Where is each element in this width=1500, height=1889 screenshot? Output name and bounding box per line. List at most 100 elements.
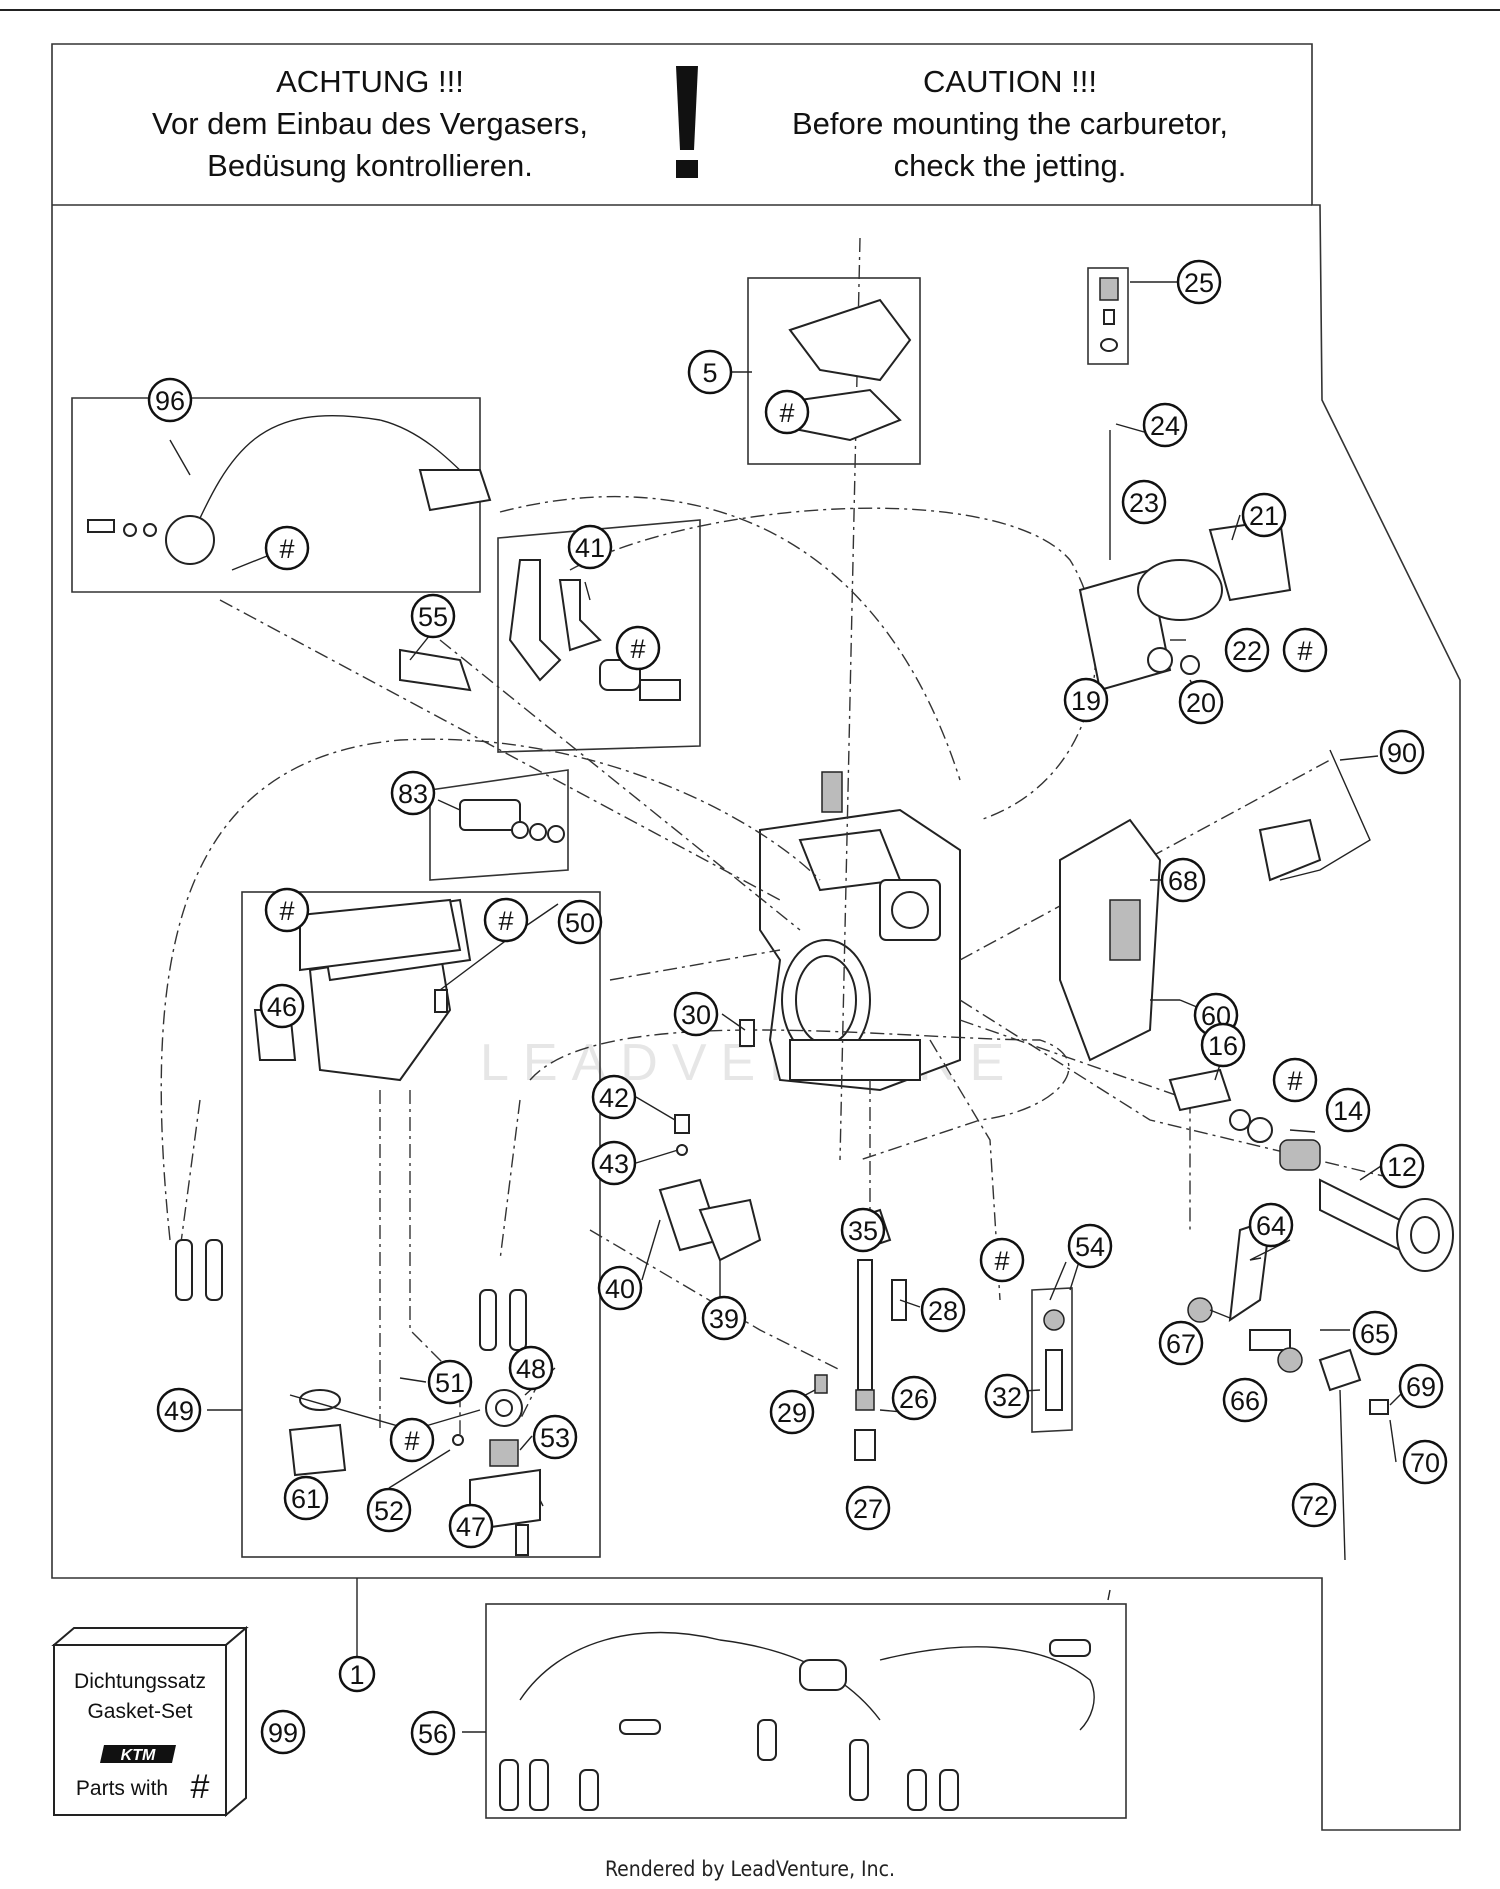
- callout-gasket-marker[interactable]: #: [1272, 1057, 1318, 1103]
- callout-21[interactable]: 21: [1241, 492, 1287, 538]
- callout-gasket-marker[interactable]: #: [389, 1417, 435, 1463]
- box-56-hoses: [485, 1603, 1127, 1819]
- callout-56[interactable]: 56: [410, 1710, 456, 1756]
- callout-64[interactable]: 64: [1248, 1202, 1294, 1248]
- callout-14[interactable]: 14: [1325, 1087, 1371, 1133]
- callout-label: 66: [1230, 1386, 1260, 1416]
- callout-circle: [508, 1345, 554, 1391]
- box-25: [1087, 267, 1129, 365]
- callout-gasket-marker[interactable]: #: [483, 897, 529, 943]
- callout-label: 1: [349, 1660, 364, 1690]
- callout-39[interactable]: 39: [701, 1295, 747, 1341]
- callout-gasket-marker[interactable]: #: [979, 1237, 1025, 1283]
- callout-circle: [264, 887, 310, 933]
- callout-circle: [1282, 627, 1328, 673]
- callout-72[interactable]: 72: [1291, 1482, 1337, 1528]
- callout-circle: [264, 525, 310, 571]
- callout-circle: [147, 377, 193, 423]
- callout-label: 22: [1232, 636, 1262, 666]
- callout-90[interactable]: 90: [1379, 729, 1425, 775]
- callout-53[interactable]: 53: [532, 1414, 578, 1460]
- callout-circle: [1222, 1377, 1268, 1423]
- callout-label: 64: [1256, 1211, 1286, 1241]
- assembly-frame: [51, 43, 1461, 1831]
- callout-27[interactable]: 27: [845, 1485, 891, 1531]
- callout-circle: [448, 1503, 494, 1549]
- callout-96[interactable]: 96: [147, 377, 193, 423]
- callout-32[interactable]: 32: [984, 1373, 1030, 1419]
- callout-26[interactable]: 26: [891, 1375, 937, 1421]
- callout-circle: [1176, 259, 1222, 305]
- callout-gasket-marker[interactable]: #: [615, 625, 661, 671]
- callout-25[interactable]: 25: [1176, 259, 1222, 305]
- callout-48[interactable]: 48: [508, 1345, 554, 1391]
- callout-35[interactable]: 35: [840, 1207, 886, 1253]
- callout-circle: [1291, 1482, 1337, 1528]
- callout-label: 14: [1333, 1096, 1363, 1126]
- callout-50[interactable]: 50: [557, 899, 603, 945]
- callout-label: 5: [702, 358, 717, 388]
- callout-label: 50: [565, 908, 595, 938]
- callout-circle: [427, 1359, 473, 1405]
- gasket-kit-box: Dichtungssatz Gasket-Set KTM Parts with …: [51, 1625, 249, 1818]
- callout-29[interactable]: 29: [769, 1389, 815, 1435]
- callout-label: #: [404, 1426, 419, 1456]
- callout-circle: [1379, 1143, 1425, 1189]
- callout-30[interactable]: 30: [673, 991, 719, 1037]
- callout-23[interactable]: 23: [1121, 479, 1167, 525]
- callout-83[interactable]: 83: [390, 770, 436, 816]
- callout-circle: [673, 991, 719, 1037]
- callout-65[interactable]: 65: [1352, 1310, 1398, 1356]
- callout-47[interactable]: 47: [448, 1503, 494, 1549]
- callout-5[interactable]: 5: [687, 349, 733, 395]
- caution-de-line2: Bedüsung kontrollieren.: [207, 148, 533, 183]
- callout-24[interactable]: 24: [1142, 402, 1188, 448]
- callout-52[interactable]: 52: [366, 1487, 412, 1533]
- callout-12[interactable]: 12: [1379, 1143, 1425, 1189]
- callout-69[interactable]: 69: [1398, 1363, 1444, 1409]
- ktm-logo: KTM: [100, 1745, 176, 1764]
- callout-66[interactable]: 66: [1222, 1377, 1268, 1423]
- callout-99[interactable]: 99: [260, 1709, 306, 1755]
- callout-19[interactable]: 19: [1063, 677, 1109, 723]
- callout-label: 43: [599, 1149, 629, 1179]
- callout-label: #: [1297, 636, 1312, 666]
- callout-label: 19: [1071, 686, 1101, 716]
- callout-gasket-marker[interactable]: #: [264, 887, 310, 933]
- callout-label: 21: [1249, 501, 1279, 531]
- callout-49[interactable]: 49: [156, 1387, 202, 1433]
- callout-gasket-marker[interactable]: #: [1282, 627, 1328, 673]
- gasket-kit-symbol: #: [191, 1768, 210, 1806]
- callout-label: 27: [853, 1494, 883, 1524]
- callout-label: 29: [777, 1398, 807, 1428]
- gasket-kit-line2: Gasket-Set: [87, 1700, 192, 1723]
- callout-67[interactable]: 67: [1158, 1320, 1204, 1366]
- callout-70[interactable]: 70: [1402, 1439, 1448, 1485]
- callout-41[interactable]: 41: [567, 524, 613, 570]
- callout-label: 28: [928, 1296, 958, 1326]
- callout-42[interactable]: 42: [591, 1074, 637, 1120]
- exclamation-icon: [676, 66, 698, 178]
- callout-16[interactable]: 16: [1200, 1022, 1246, 1068]
- callout-51[interactable]: 51: [427, 1359, 473, 1405]
- callout-61[interactable]: 61: [283, 1475, 329, 1521]
- caution-en-line2: check the jetting.: [894, 148, 1127, 183]
- callout-circle: [1379, 729, 1425, 775]
- callout-1[interactable]: 1: [338, 1655, 376, 1693]
- callout-label: #: [279, 534, 294, 564]
- callout-gasket-marker[interactable]: #: [264, 525, 310, 571]
- callout-22[interactable]: 22: [1224, 627, 1270, 673]
- callout-46[interactable]: 46: [259, 983, 305, 1029]
- callout-28[interactable]: 28: [920, 1287, 966, 1333]
- callout-gasket-marker[interactable]: #: [764, 389, 810, 435]
- callout-40[interactable]: 40: [597, 1265, 643, 1311]
- callout-20[interactable]: 20: [1178, 679, 1224, 725]
- caution-en-line1: Before mounting the carburetor,: [792, 106, 1228, 141]
- callout-55[interactable]: 55: [410, 593, 456, 639]
- box-49-float-bowl: [241, 891, 601, 1558]
- callout-43[interactable]: 43: [591, 1140, 637, 1186]
- callout-54[interactable]: 54: [1067, 1223, 1113, 1269]
- callout-label: 69: [1406, 1372, 1436, 1402]
- callout-circle: [283, 1475, 329, 1521]
- callout-68[interactable]: 68: [1160, 857, 1206, 903]
